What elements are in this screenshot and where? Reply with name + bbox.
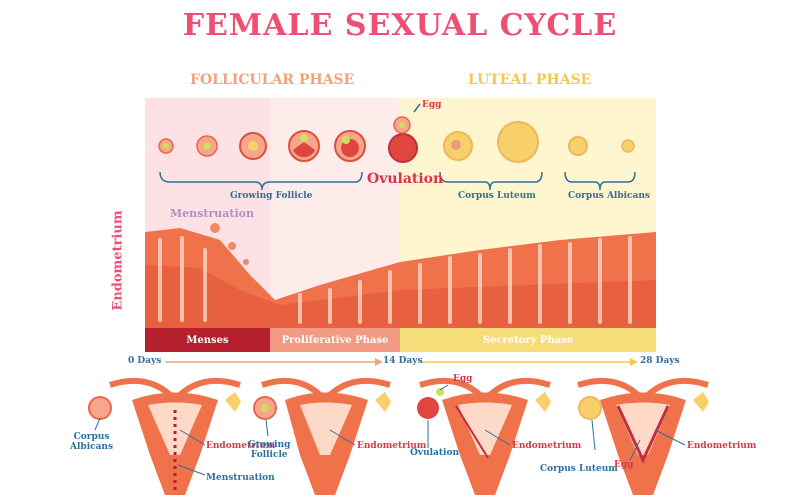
secretory-bar: Secretory Phase [400,328,656,352]
u3-egg-label: Egg [453,374,473,384]
u4-endometrium-label: Endometrium [687,441,757,451]
follicular-phase-heading: FOLLICULAR PHASE [190,72,355,88]
day-14-label: 14 Days [383,356,423,366]
u3-endometrium-label: Endometrium [512,441,582,451]
corpus-luteum-label: Corpus Luteum [458,191,536,201]
endometrium-glands [158,236,632,324]
uterus-2 [253,377,391,495]
endometrium-axis-label: Endometrium [110,210,126,311]
growing-follicle-brace [159,171,363,191]
corpus-albicans-brace [564,171,636,191]
menses-bar: Menses [145,328,270,352]
proliferative-bar: Proliferative Phase [270,328,400,352]
u2-endometrium-label: Endometrium [357,441,427,451]
menstruation-label: Menstruation [170,207,254,220]
uterus-pointers [94,384,686,476]
shed-tissue [210,223,249,265]
corpus-luteum-brace [439,171,543,191]
growing-follicle-label: Growing Follicle [230,191,313,201]
day-28-label: 28 Days [640,356,680,366]
follicle-row [158,103,421,163]
u4-egg-label: Egg [614,460,634,470]
uterus-1 [88,377,241,495]
uterus-3 [417,377,551,495]
u1-endometrium-label: Endometrium [206,441,276,451]
u4-corpus-luteum-label: Corpus Luteum [540,464,618,474]
u1-menstruation-label: Menstruation [206,473,275,483]
corpus-albicans-label: Corpus Albicans [568,191,650,201]
day-0-label: 0 Days [128,356,162,366]
page-title: FEMALE SEXUAL CYCLE [182,8,618,43]
corpus-luteum-row [443,121,635,163]
u2-growing-follicle-label: Growing Follicle [248,440,291,460]
egg-label-top: Egg [422,100,442,110]
u1-corpus-albicans-label: Corpus Albicans [70,432,114,452]
luteal-phase-heading: LUTEAL PHASE [468,72,592,88]
u3-ovulation-label: Ovulation [410,448,459,458]
uterus-4 [577,377,709,495]
ovulation-label: Ovulation [367,171,444,187]
